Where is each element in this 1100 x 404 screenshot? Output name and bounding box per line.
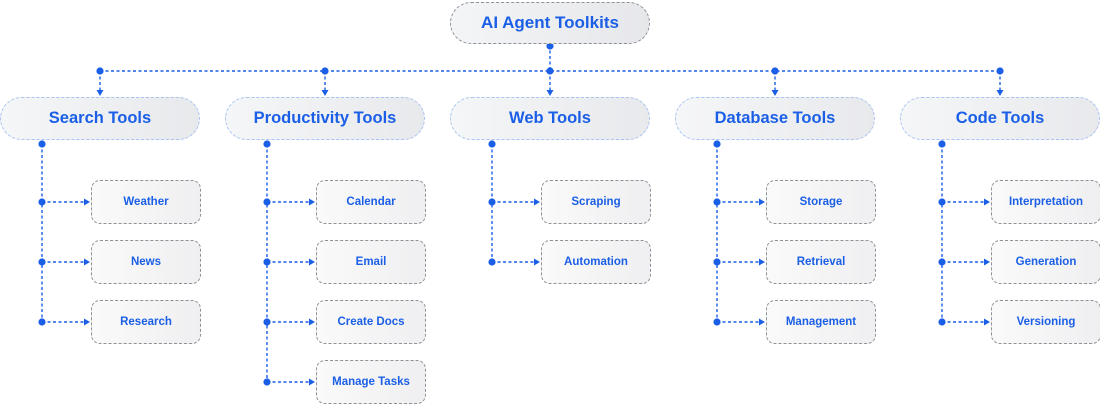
branch-arrow-management [759, 318, 765, 326]
tool-research: Research [91, 300, 201, 344]
arrow-productivity-tools [321, 90, 329, 96]
tool-manage-tasks: Manage Tasks [316, 360, 426, 404]
branch-arrow-scraping [534, 198, 540, 206]
tool-management: Management [766, 300, 876, 344]
branch-arrow-email [309, 258, 315, 266]
category-web-tools: Web Tools [450, 97, 650, 140]
branch-arrow-weather [84, 198, 90, 206]
arrow-web-tools [546, 90, 554, 96]
branch-arrow-versioning [984, 318, 990, 326]
branch-arrow-generation [984, 258, 990, 266]
junction-dot-code-tools [996, 67, 1004, 75]
root-node: AI Agent Toolkits [450, 2, 650, 44]
branch-arrow-news [84, 258, 90, 266]
branch-arrow-manage-tasks [309, 378, 315, 386]
junction-dot-search-tools [96, 67, 104, 75]
tool-create-docs: Create Docs [316, 300, 426, 344]
category-database-tools: Database Tools [675, 97, 875, 140]
tool-retrieval: Retrieval [766, 240, 876, 284]
tool-weather: Weather [91, 180, 201, 224]
tool-storage: Storage [766, 180, 876, 224]
category-search-tools: Search Tools [0, 97, 200, 140]
branch-arrow-retrieval [759, 258, 765, 266]
branch-arrow-calendar [309, 198, 315, 206]
branch-arrow-automation [534, 258, 540, 266]
tool-scraping: Scraping [541, 180, 651, 224]
root-stem-dot [546, 42, 554, 50]
category-productivity-tools: Productivity Tools [225, 97, 425, 140]
junction-dot-web-tools [546, 67, 554, 75]
trunk-dot-productivity-tools [263, 140, 271, 148]
trunk-dot-web-tools [488, 140, 496, 148]
tool-email: Email [316, 240, 426, 284]
tool-interpretation: Interpretation [991, 180, 1100, 224]
branch-arrow-storage [759, 198, 765, 206]
branch-arrow-interpretation [984, 198, 990, 206]
junction-dot-productivity-tools [321, 67, 329, 75]
branch-arrow-research [84, 318, 90, 326]
arrow-code-tools [996, 90, 1004, 96]
junction-dot-database-tools [771, 67, 779, 75]
category-code-tools: Code Tools [900, 97, 1100, 140]
branch-arrow-create-docs [309, 318, 315, 326]
trunk-dot-code-tools [938, 140, 946, 148]
arrow-database-tools [771, 90, 779, 96]
tool-versioning: Versioning [991, 300, 1100, 344]
arrow-search-tools [96, 90, 104, 96]
tool-calendar: Calendar [316, 180, 426, 224]
tool-news: News [91, 240, 201, 284]
tool-automation: Automation [541, 240, 651, 284]
trunk-dot-database-tools [713, 140, 721, 148]
tool-generation: Generation [991, 240, 1100, 284]
trunk-dot-search-tools [38, 140, 46, 148]
